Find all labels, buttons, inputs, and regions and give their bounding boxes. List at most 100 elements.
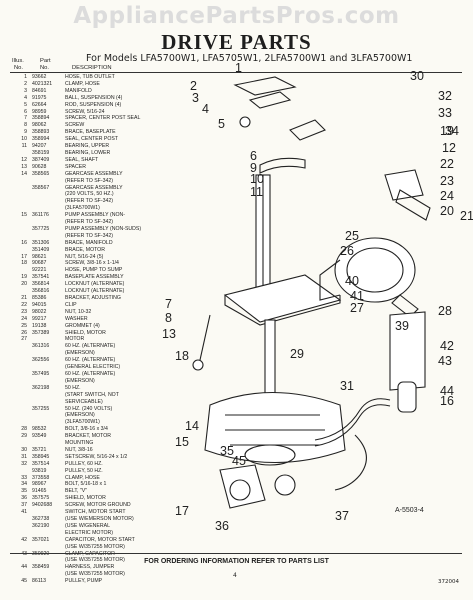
legend-illus-no: 20 xyxy=(21,281,27,288)
legend-description: BEARING, LOWER xyxy=(65,149,111,156)
legend-illus-no: 2 xyxy=(24,80,27,87)
legend-illus-no: 16 xyxy=(21,239,27,246)
header-part-no: No. xyxy=(40,65,50,71)
legend-illus-no xyxy=(10,198,32,205)
legend-illus-no: 4 xyxy=(24,94,27,101)
legend-illus-no xyxy=(10,412,32,419)
legend-row: 362738(USE W/EMERSON MOTOR) xyxy=(10,516,190,523)
legend-row: ELECTRIC MOTOR) xyxy=(10,530,190,537)
legend-row: (REFER TO SF-342) xyxy=(10,178,190,185)
callout-number: 15 xyxy=(175,435,189,449)
legend-row: (220 VOLTS, 50 HZ.) xyxy=(10,191,190,198)
ordering-footer: FOR ORDERING INFORMATION REFER TO PARTS … xyxy=(144,558,329,565)
legend-part-no: 98062 xyxy=(32,122,47,129)
legend-illus-no xyxy=(10,350,32,357)
legend-part-no: 362190 xyxy=(32,522,50,529)
legend-part-no: 357575 xyxy=(32,495,50,502)
callout-number: 7 xyxy=(165,297,172,311)
legend-description: GEARCASE ASSEMBLY xyxy=(65,184,123,191)
legend-illus-no: 36 xyxy=(21,495,27,502)
legend-part-no: 98959 xyxy=(32,108,47,115)
callout-number: 32 xyxy=(438,89,452,103)
legend-description: BOLT, 5/16-18 x 1 xyxy=(65,481,107,488)
legend-description: (REFER TO SF-342) xyxy=(65,232,113,239)
legend-part-no: 357021 xyxy=(32,536,50,543)
legend-row: 362198 50 HZ. xyxy=(10,385,190,392)
legend-part-no: 91465 xyxy=(32,488,47,495)
legend-part-no: 358894 xyxy=(32,115,50,122)
legend-row: (REFER TO SF-342) xyxy=(10,233,190,240)
legend-row: (REFER TO SF-342) xyxy=(10,219,190,226)
legend-row: (START SWITCH, NOT xyxy=(10,392,190,399)
callout-number: 27 xyxy=(350,301,364,315)
legend-part-no: 357255 xyxy=(32,405,50,412)
legend-illus-no: 35 xyxy=(21,488,27,495)
legend-part-no xyxy=(32,350,65,357)
legend-row: (USE W/357255 MOTOR) xyxy=(10,557,190,564)
legend-illus-no xyxy=(10,288,32,295)
legend-part-no: 357514 xyxy=(32,460,50,467)
legend-description: NUT, 3/8-16 xyxy=(65,446,93,453)
legend-part-no xyxy=(32,392,65,399)
legend-description: NUT, 5/16-24 (5) xyxy=(65,253,104,260)
legend-part-no: 361316 xyxy=(32,343,50,350)
callout-number: 5 xyxy=(218,117,225,131)
legend-part-no: 35721 xyxy=(32,446,47,453)
callout-number: 41 xyxy=(350,289,364,303)
callout-number: 24 xyxy=(440,189,454,203)
legend-part-no: 351306 xyxy=(32,239,50,246)
legend-part-no: 358893 xyxy=(32,129,50,136)
legend-part-no: 351409 xyxy=(32,246,50,253)
callout-number: 18 xyxy=(175,349,189,363)
legend-part-no: 358994 xyxy=(32,136,50,143)
legend-description: SCREW, 3/8-16 x 1-1/4 xyxy=(65,260,119,267)
legend-description: HARNESS, JUMPER xyxy=(65,564,115,571)
legend-part-no xyxy=(32,530,65,537)
legend-illus-no: 45 xyxy=(21,578,27,585)
legend-description: (USE W/357255 MOTOR) xyxy=(65,557,125,564)
legend-illus-no: 31 xyxy=(21,453,27,460)
legend-description: SEAL, SHAFT xyxy=(65,156,99,163)
legend-part-no: 362198 xyxy=(32,384,50,391)
legend-illus-no xyxy=(10,530,32,537)
legend-illus-no: 42 xyxy=(21,536,27,543)
legend-part-no xyxy=(32,419,65,426)
callout-number: 12 xyxy=(442,141,456,155)
legend-illus-no: 18 xyxy=(21,260,27,267)
legend-illus-no: 28 xyxy=(21,426,27,433)
legend-description: 50 HZ. xyxy=(65,384,81,391)
callout-number: 21 xyxy=(460,209,473,223)
legend-part-no: 86113 xyxy=(32,578,47,585)
callout-number: 26 xyxy=(340,244,354,258)
legend-illus-no xyxy=(10,191,32,198)
legend-description: CLIP xyxy=(65,301,77,308)
legend-illus-no: 34 xyxy=(21,481,27,488)
legend-illus-no xyxy=(10,219,32,226)
callout-number: 39 xyxy=(395,319,409,333)
legend-illus-no: 10 xyxy=(21,136,27,143)
legend-illus-no: 9 xyxy=(24,129,27,136)
legend-illus-no xyxy=(10,205,32,212)
callout-number: 8 xyxy=(165,311,172,325)
callout-number: 35 xyxy=(220,444,234,458)
callout-number: 6 xyxy=(250,149,257,163)
legend-illus-no: 26 xyxy=(21,329,27,336)
legend-part-no xyxy=(32,364,65,371)
